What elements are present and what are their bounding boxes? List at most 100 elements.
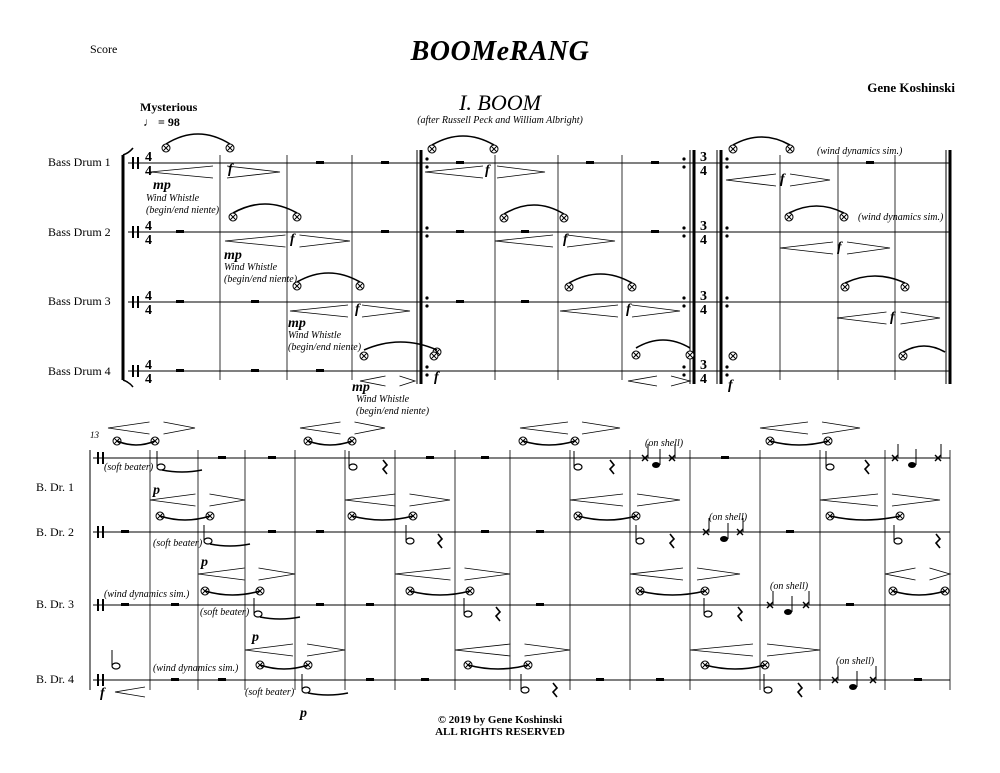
crescendo-hairpin: [197, 567, 245, 581]
expression-text: (begin/end niente): [146, 205, 220, 216]
tie-slur: [639, 590, 706, 596]
quarter-notehead: [908, 462, 916, 468]
score-label: Score: [90, 42, 118, 56]
expression-text: (on shell): [836, 656, 875, 667]
whole-rest: [268, 530, 276, 533]
metronome-mark: ♩ = 98: [143, 115, 180, 129]
dynamic-mark: f: [355, 302, 360, 317]
whole-rest: [176, 230, 184, 233]
expression-text: (wind dynamics sim.): [153, 663, 239, 674]
repeat-dot: [725, 373, 729, 377]
whole-rest: [121, 530, 129, 533]
tie-slur: [577, 515, 637, 521]
whole-rest: [421, 678, 429, 681]
half-notehead: [301, 686, 311, 694]
decrescendo-hairpin: [670, 375, 692, 387]
whole-rest: [316, 530, 324, 533]
decrescendo-hairpin: [631, 304, 681, 318]
x-notehead: [766, 601, 774, 609]
percussion-clef: [97, 526, 99, 538]
repeat-dot: [725, 234, 729, 238]
tie-slur: [165, 133, 231, 145]
dynamic-mark: p: [153, 483, 160, 498]
tie-slur: [503, 204, 565, 215]
expression-text: Wind Whistle: [288, 330, 342, 341]
whole-rest: [866, 161, 874, 164]
rights-notice: ALL RIGHTS RESERVED: [435, 726, 565, 738]
dynamic-mark: f: [890, 310, 895, 325]
decrescendo-hairpin: [299, 234, 351, 248]
half-notehead: [573, 463, 583, 471]
time-signature-bottom: 4: [700, 372, 707, 387]
tie-slur: [259, 616, 301, 620]
whole-rest: [596, 678, 604, 681]
bracket-tip: [122, 379, 134, 388]
crescendo-hairpin: [836, 311, 887, 325]
x-notehead-cross: [841, 283, 849, 291]
tie-slur: [769, 440, 829, 446]
decrescendo-hairpin: [636, 493, 681, 507]
time-signature-bottom: 4: [145, 372, 152, 387]
repeat-dot: [725, 226, 729, 230]
x-notehead-cross: [785, 213, 793, 221]
crescendo-hairpin: [244, 643, 294, 657]
decrescendo-hairpin: [306, 643, 346, 657]
whole-rest: [381, 230, 389, 233]
time-signature-top: 4: [145, 289, 152, 304]
time-signature-bottom: 4: [700, 233, 707, 248]
x-notehead-cross: [428, 145, 436, 153]
copyright-notice: © 2019 by Gene Koshinski: [437, 714, 563, 726]
time-signature-top: 3: [700, 358, 707, 373]
crescendo-hairpin: [819, 493, 879, 507]
time-signature-top: 3: [700, 219, 707, 234]
x-notehead-cross: [360, 352, 368, 360]
tie-slur: [232, 203, 298, 214]
crescendo-hairpin: [725, 173, 777, 187]
half-notehead: [825, 463, 835, 471]
repeat-dot: [682, 165, 686, 169]
whole-rest: [176, 300, 184, 303]
decrescendo-hairpin: [399, 375, 417, 387]
crescendo-hairpin: [519, 421, 569, 435]
repeat-dot: [725, 365, 729, 369]
quarter-rest: [668, 533, 676, 549]
crescendo-hairpin: [627, 375, 658, 387]
time-signature-top: 4: [145, 358, 152, 373]
time-signature-top: 3: [700, 289, 707, 304]
decrescendo-hairpin: [846, 241, 891, 255]
percussion-clef: [132, 365, 134, 377]
crescendo-hairpin: [454, 643, 511, 657]
x-notehead-cross: [162, 144, 170, 152]
dynamic-mark: f: [563, 232, 568, 247]
x-notehead-cross: [293, 213, 301, 221]
time-signature-bottom: 4: [145, 164, 152, 179]
crescendo-hairpin: [289, 304, 349, 318]
quarter-rest: [608, 459, 616, 475]
quarter-notehead: [784, 609, 792, 615]
x-notehead-cross: [226, 144, 234, 152]
x-notehead-cross: [430, 352, 438, 360]
whole-rest: [721, 456, 729, 459]
x-notehead-cross: [490, 145, 498, 153]
x-notehead-cross: [560, 214, 568, 222]
crescendo-hairpin: [359, 375, 386, 387]
whole-rest: [316, 161, 324, 164]
x-notehead: [802, 601, 810, 609]
x-notehead: [934, 454, 942, 462]
crescendo-hairpin: [759, 421, 809, 435]
whole-rest: [456, 300, 464, 303]
whole-rest: [121, 603, 129, 606]
dynamic-mark: f: [780, 172, 785, 187]
quarter-rest: [934, 533, 942, 549]
percussion-clef: [102, 526, 104, 538]
quarter-rest: [551, 682, 559, 698]
percussion-clef: [132, 157, 134, 169]
expression-text: Wind Whistle: [146, 193, 200, 204]
whole-rest: [171, 603, 179, 606]
crescendo-hairpin: [149, 493, 196, 507]
crescendo-hairpin: [394, 567, 451, 581]
tie-slur: [296, 272, 361, 283]
tie-slur: [204, 590, 261, 596]
half-notehead: [520, 686, 530, 694]
piece-title: BOOMeRANG: [410, 36, 590, 67]
